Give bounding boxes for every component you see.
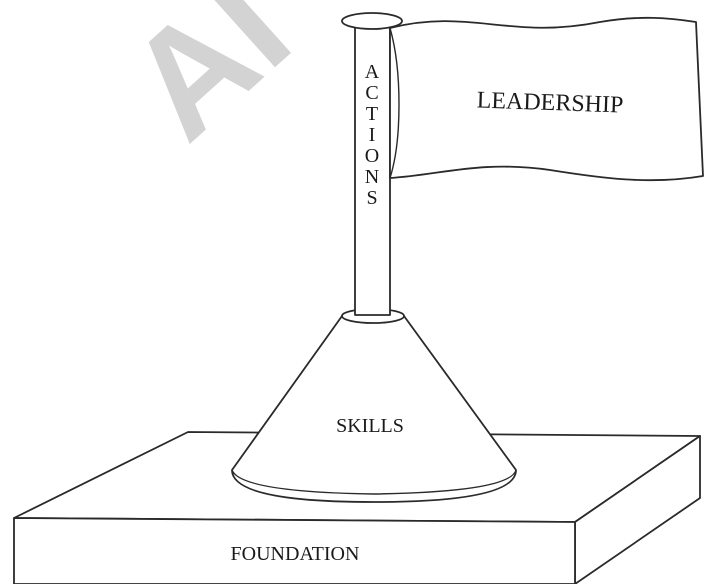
leadership-flag: LEADERSHIP (389, 16, 704, 182)
pole-letter: O (365, 145, 379, 167)
pole-cap (341, 12, 403, 30)
pole-letter: T (366, 103, 378, 125)
pole-letter: A (365, 61, 380, 83)
foundation-label: FOUNDATION (231, 543, 360, 565)
cone-rim (231, 469, 517, 495)
flag-fold (389, 27, 400, 179)
skills-cone: SKILLS (231, 308, 517, 503)
foundation-front-face (13, 517, 576, 584)
pole-letter: I (369, 124, 376, 146)
pole-letter: N (365, 166, 379, 188)
skills-label: SKILLS (336, 415, 404, 437)
cone-body (231, 315, 517, 503)
flag-label: LEADERSHIP (476, 87, 623, 118)
flag-cloth (389, 16, 704, 182)
pole-letter: S (366, 187, 377, 209)
watermark-text: AI (96, 0, 320, 170)
pole-letter: C (365, 82, 378, 104)
